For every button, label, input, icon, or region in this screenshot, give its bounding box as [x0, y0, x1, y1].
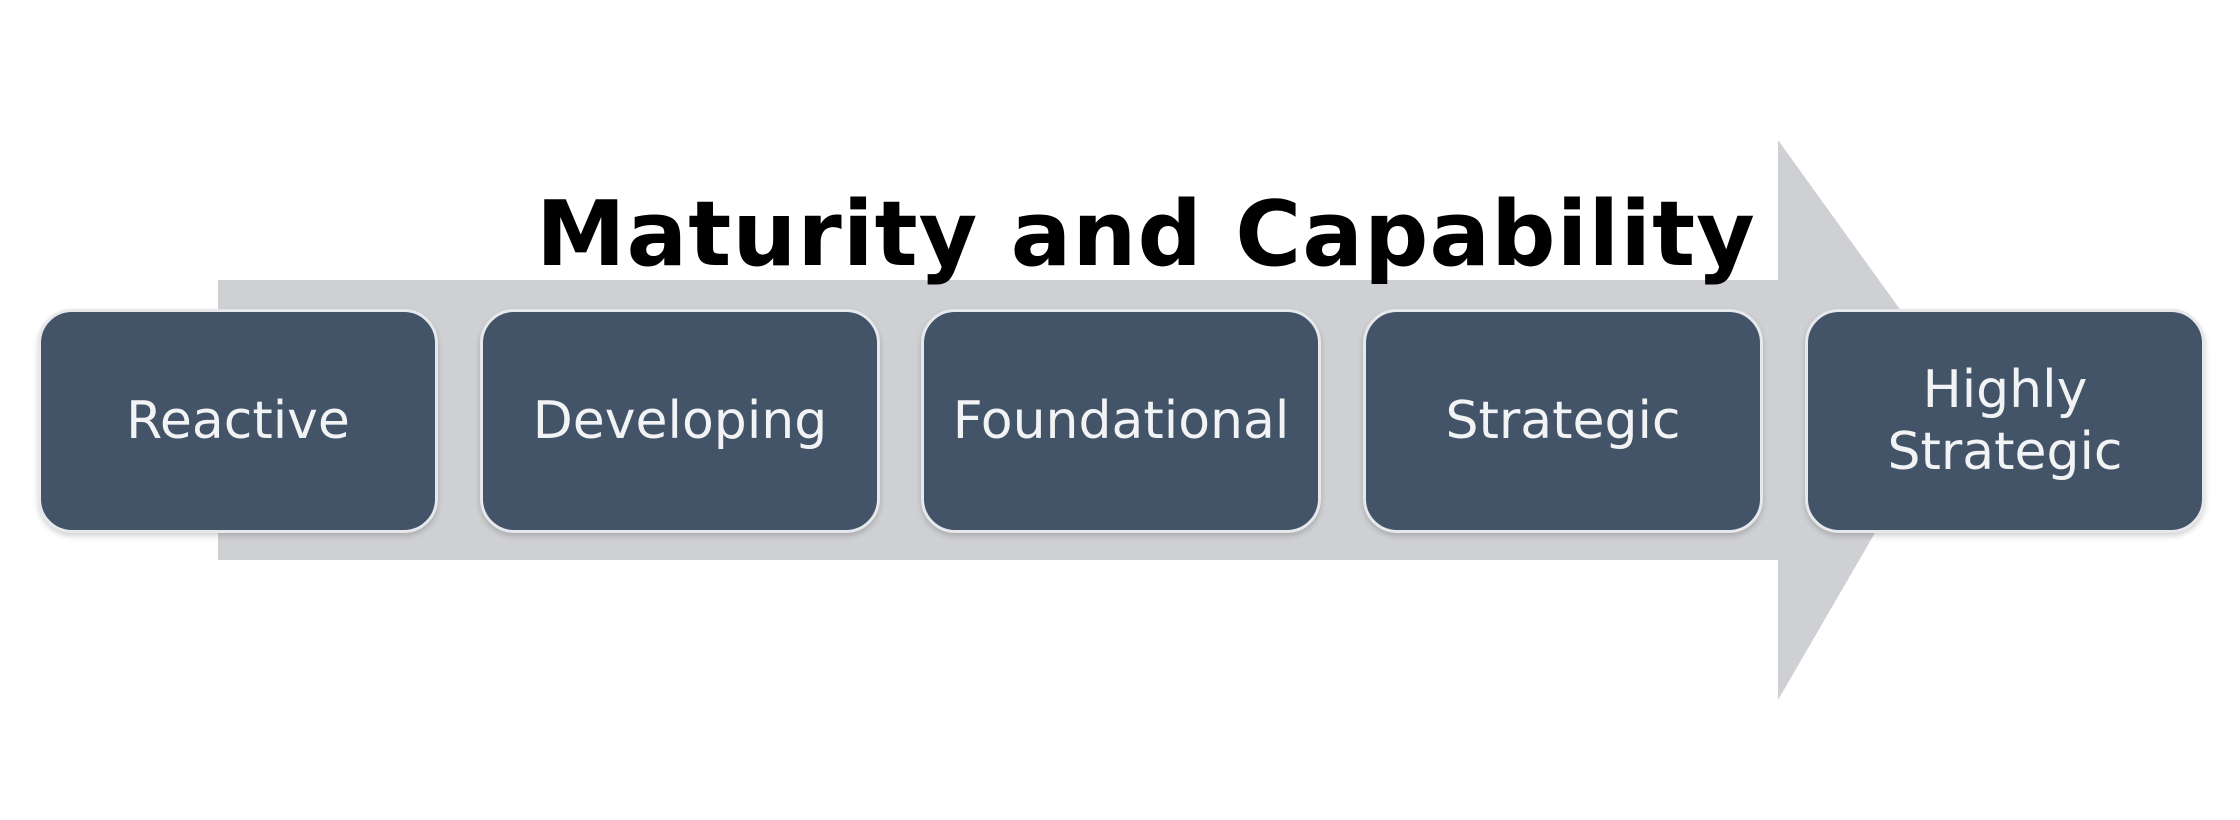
- stage-label: Strategic: [1445, 391, 1681, 451]
- stage-box-strategic: Strategic: [1363, 309, 1763, 533]
- stage-box-highly-strategic: Highly Strategic: [1805, 309, 2205, 533]
- stage-label: Foundational: [952, 391, 1290, 451]
- stage-label: Reactive: [126, 391, 350, 451]
- stage-label: Developing: [532, 391, 828, 451]
- stage-box-foundational: Foundational: [921, 309, 1321, 533]
- stage-box-reactive: Reactive: [38, 309, 438, 533]
- stage-box-developing: Developing: [480, 309, 880, 533]
- stage-label: Highly Strategic: [1887, 360, 2123, 482]
- diagram-title: Maturity and Capability: [536, 182, 1756, 287]
